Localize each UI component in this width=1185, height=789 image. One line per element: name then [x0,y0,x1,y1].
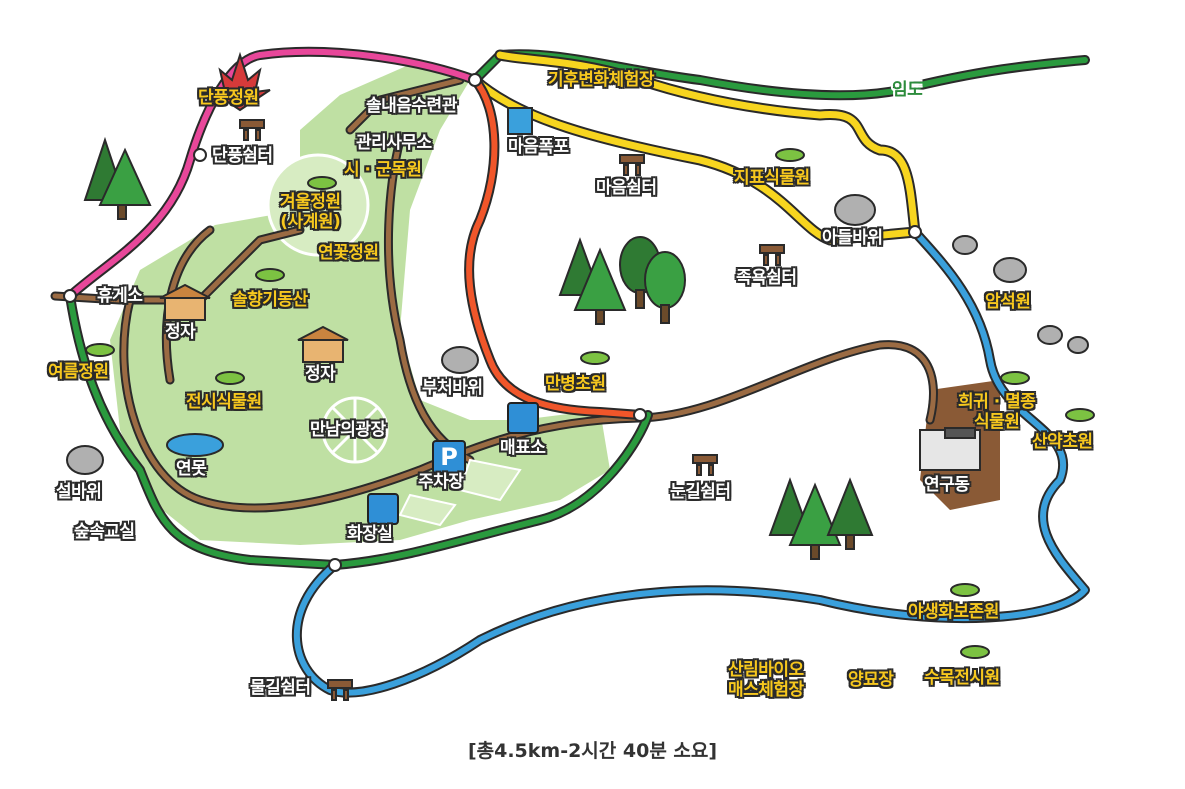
plaza-icon [321,396,389,464]
route-node [328,558,342,572]
bench-icon [239,119,785,701]
label-wildlife-garden: 야생화보존원 [908,602,999,622]
label-forest-road: 임도 [892,80,923,100]
label-forest-class: 숲속교실 [74,522,135,542]
restroom-icon [367,493,399,525]
label-parking: 주차장 [418,472,464,492]
route-summary: [총4.5km-2시간 40분 소요] [467,740,718,762]
label-climate-exp: 기후변화체험장 [548,70,654,90]
label-couple-rock: 부처바위 [422,378,483,398]
label-water-rest: 물길쉼터 [250,678,311,698]
label-city-tree: 시 · 군목원 [344,160,422,180]
label-display-garden: 전시식물원 [186,392,262,412]
route-node [908,225,922,239]
label-summer-garden: 여름정원 [48,362,109,382]
label-eye-rest: 눈길쉼터 [670,482,731,502]
label-pond: 연못 [176,459,207,479]
label-son-rock: 아들바위 [822,228,883,248]
label-danpung-rest: 단풍쉼터 [212,146,273,166]
leaf-icon [85,148,1095,659]
rock-icon [66,194,1089,475]
label-pavilion-2: 정자 [305,364,336,384]
building-icon [919,427,981,471]
route-node [468,73,482,87]
label-solnae-hall: 솔내음수련관 [366,96,457,116]
ticket-office-icon [507,402,539,434]
label-seol-rock: 설바위 [56,482,102,502]
label-herb-garden: 산약초원 [1032,432,1093,452]
label-rest-area: 휴게소 [97,286,143,306]
label-restroom: 화장실 [347,524,393,544]
waterfall-icon [507,107,533,135]
label-research: 연구동 [924,475,970,495]
tree-icon [768,477,874,560]
route-node [633,408,647,422]
label-pine-hill: 솔향기동산 [232,290,308,310]
route-node [193,148,207,162]
route-node [63,289,77,303]
label-nursery: 양묘장 [848,670,894,690]
label-rare-garden: 희귀 · 멸종 식물원 [958,392,1036,432]
label-danpung-garden: 단풍정원 [198,88,259,108]
label-foot-rest: 족욕쉼터 [736,268,797,288]
label-indicator-garden: 지표식물원 [734,168,810,188]
label-winter-garden: 겨울정원 (사계원) [280,192,341,232]
label-rock-garden: 암석원 [985,292,1031,312]
label-office: 관리사무소 [356,133,432,153]
label-ticket: 매표소 [500,438,546,458]
label-pavilion-1: 정자 [165,322,196,342]
label-biomass: 산림바이오 매스체험장 [728,660,804,700]
pavilion-icon [159,283,349,363]
tree-icon [558,236,686,325]
label-maeum-falls: 마음폭포 [508,137,569,157]
pond-icon [166,433,224,457]
maple-icon [209,51,271,112]
garden-area [110,60,610,545]
label-plaza: 만남의광장 [310,420,386,440]
label-manbyeong: 만병초원 [545,374,606,394]
parking-icon: P [432,440,466,474]
parking-lot [398,458,522,527]
label-flower-garden: 연꽃정원 [318,243,379,263]
tree-icon [83,136,152,220]
label-maeum-rest: 마음쉼터 [596,178,657,198]
label-tree-display: 수목전시원 [924,668,1000,688]
